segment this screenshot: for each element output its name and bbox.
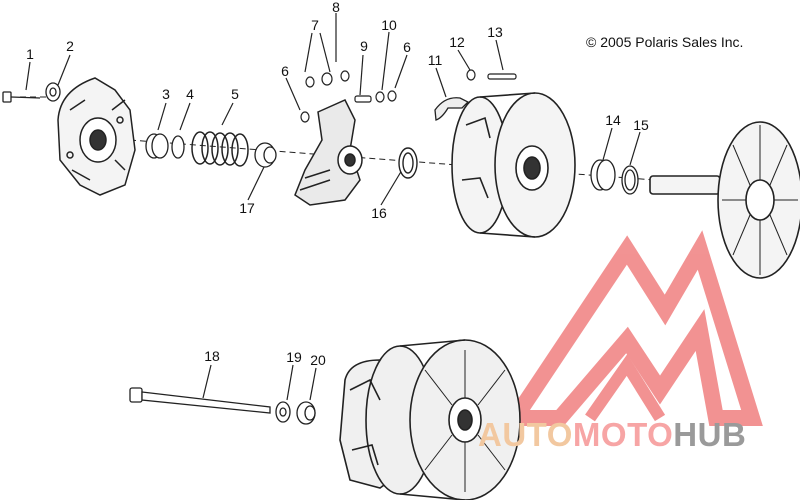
part-12-nut bbox=[466, 69, 476, 81]
callout-3: 3 bbox=[162, 86, 170, 102]
part-3-bushing bbox=[145, 133, 169, 159]
callout-6-right: 6 bbox=[403, 39, 411, 55]
callout-12: 12 bbox=[449, 34, 465, 50]
moveable-sheave bbox=[451, 92, 576, 238]
callout-1: 1 bbox=[26, 46, 34, 62]
callout-7: 7 bbox=[311, 17, 319, 33]
copyright-notice: © 2005 Polaris Sales Inc. bbox=[586, 34, 744, 50]
callout-20: 20 bbox=[310, 352, 326, 368]
callout-6-left: 6 bbox=[281, 63, 289, 79]
callout-2: 2 bbox=[66, 38, 74, 54]
callout-9: 9 bbox=[360, 38, 368, 54]
watermark-part-auto: AUTO bbox=[478, 416, 573, 453]
part-15-ring bbox=[621, 165, 639, 195]
callout-16: 16 bbox=[371, 205, 387, 221]
callout-4: 4 bbox=[186, 86, 194, 102]
part-19-washer bbox=[275, 401, 291, 423]
callout-14: 14 bbox=[605, 112, 621, 128]
roller-parts bbox=[300, 70, 397, 123]
part-18-bolt bbox=[129, 387, 271, 414]
part-13-pin bbox=[487, 73, 517, 80]
part-2-washer bbox=[45, 82, 61, 102]
part-20-nut bbox=[296, 401, 316, 425]
part-16-ring bbox=[398, 147, 418, 179]
part-11-weight bbox=[434, 97, 470, 121]
callout-11: 11 bbox=[427, 52, 443, 68]
fixed-sheave bbox=[649, 121, 800, 279]
part-1-bolt bbox=[2, 91, 41, 103]
watermark-logo bbox=[500, 230, 763, 426]
watermark-part-hub: HUB bbox=[673, 416, 747, 453]
callout-19: 19 bbox=[286, 349, 302, 365]
watermark-part-moto: MOTO bbox=[572, 416, 674, 453]
clutch-cover bbox=[57, 77, 136, 196]
part-5-spring bbox=[191, 131, 249, 167]
callout-8: 8 bbox=[332, 0, 340, 15]
callout-10: 10 bbox=[381, 17, 397, 33]
assembled-clutch bbox=[339, 339, 521, 500]
callout-13: 13 bbox=[487, 24, 503, 40]
callout-5: 5 bbox=[231, 86, 239, 102]
callout-18: 18 bbox=[204, 348, 220, 364]
callout-17: 17 bbox=[239, 200, 255, 216]
part-17-bushing bbox=[254, 142, 277, 168]
callout-15: 15 bbox=[633, 117, 649, 133]
spider-assembly bbox=[294, 99, 363, 206]
part-14-ring bbox=[590, 159, 616, 191]
part-4-ring bbox=[171, 135, 185, 159]
leader-lines bbox=[25, 13, 641, 401]
watermark-text: AUTOMOTOHUB bbox=[478, 416, 746, 454]
